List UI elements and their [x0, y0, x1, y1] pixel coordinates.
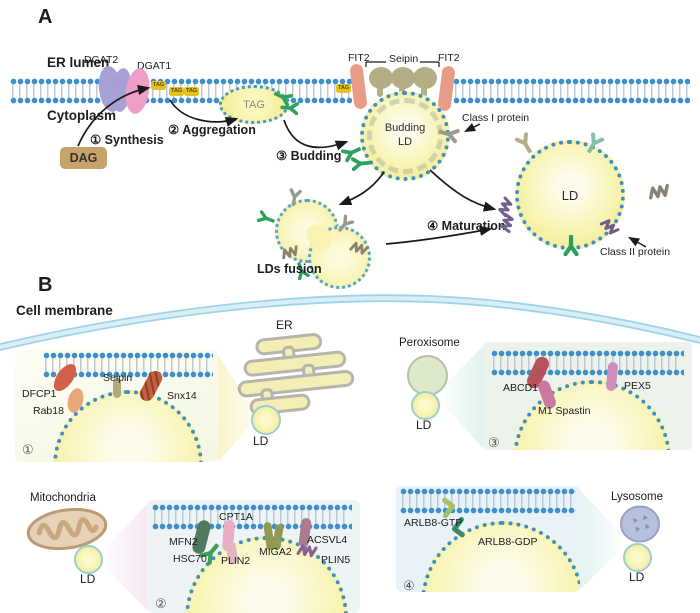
box4-number: ④ [403, 578, 415, 592]
plin2-label: PLIN2 [221, 555, 251, 567]
panel-b-label: B [38, 274, 53, 296]
cell-membrane-curve [0, 294, 700, 351]
fit2-right-label: FIT2 [438, 52, 460, 64]
m1-spastin-label: M1 Spastin [538, 405, 591, 417]
er-label: ER [276, 318, 293, 332]
bilayer-membrane [491, 350, 684, 376]
fusion-ld-2 [308, 226, 371, 289]
mature-ld-label: LD [561, 187, 579, 203]
peroxisome-ld [411, 391, 440, 420]
rab18-label: Rab18 [33, 405, 64, 417]
green-protein-icon [280, 101, 299, 116]
peroxisome-label: Peroxisome [399, 337, 460, 349]
ld-dome [421, 521, 580, 592]
lysosome-organelle-icon [620, 505, 660, 543]
arlb8-gdp-label: ARLB8-GDP [478, 536, 538, 548]
er-ld-label: LD [253, 434, 269, 448]
lds-fusion-label: LDs fusion [257, 262, 322, 276]
box1-number: ① [22, 442, 34, 457]
zoom-box-mitochondria-contact: MFN2 CPT1A HSC70 PLIN2 MIGA2 ACSVL4 PLIN… [147, 500, 360, 613]
bilayer-membrane [400, 488, 576, 514]
mitochondria-ld-label: LD [80, 572, 96, 586]
mitochondria-ld [74, 545, 103, 574]
fit2-protein-icon [349, 63, 368, 110]
zoom-box-peroxisome-contact: ABCD1 M1 Spastin PEX5 ③ [483, 342, 692, 450]
fit2-protein-icon [437, 65, 456, 112]
zoom-box-lysosome-contact: ARLB8-GTP ARLB8-GDP ④ [396, 486, 580, 592]
step-budding-label: ③ Budding [276, 149, 342, 163]
dfcp1-label: DFCP1 [22, 388, 57, 400]
budding-ld-label: Budding LD [384, 122, 426, 148]
free-squiggle-protein-icon [647, 182, 671, 202]
dgat2-label: DGAT2 [84, 54, 119, 66]
step-synthesis-label: ① Synthesis [90, 133, 164, 147]
er-ld [251, 405, 281, 435]
lysosome-label: Lysosome [611, 491, 663, 503]
plin5-label: PLIN5 [321, 554, 351, 566]
green-protein-icon [563, 235, 579, 256]
green-protein-icon [256, 209, 276, 227]
zoom-cone-lysosome [580, 490, 620, 590]
tag-badge: TAG [184, 87, 200, 96]
bilayer-membrane [43, 352, 213, 378]
zoom-cone-mitochondria [107, 504, 147, 610]
mfn2-label: MFN2 [169, 536, 198, 548]
seipin-b-label: Seipin [103, 372, 133, 384]
tag-badge: TAG [151, 81, 167, 90]
seipin-protein-icon [369, 67, 437, 97]
panel-a-label: A [38, 6, 53, 28]
abcd1-label: ABCD1 [503, 382, 539, 394]
tag-badge: TAG [169, 87, 185, 96]
er-membrane-right [453, 78, 690, 104]
phospholipid-hatch [367, 98, 443, 174]
zoom-box-er-contact: DFCP1 Rab18 Seipin Snx14 ① [15, 350, 218, 462]
miga2-label: MIGA2 [259, 546, 292, 558]
pex5-label: PEX5 [624, 380, 651, 392]
cpt1a-label: CPT1A [219, 511, 253, 523]
lysosome-ld [623, 543, 652, 572]
seipin-protein-icon [113, 378, 121, 398]
er-lumen-label: ER lumen [47, 55, 110, 70]
mitochondria-organelle-icon [26, 507, 108, 551]
snx14-label: Snx14 [167, 390, 197, 402]
seipin-label: Seipin [389, 53, 419, 65]
step-aggregation-label: ② Aggregation [168, 123, 256, 137]
lysosome-ld-label: LD [629, 570, 645, 584]
step-maturation-label: ④ Maturation [427, 219, 506, 233]
zoom-cone-peroxisome [445, 346, 483, 448]
arlb8-gtp-label: ARLB8-GTP [404, 517, 463, 529]
fit2-left-label: FIT2 [348, 52, 370, 64]
peroxisome-organelle-icon [407, 355, 448, 396]
class2-protein-label: Class II protein [600, 246, 671, 258]
mature-ld: LD [515, 140, 625, 250]
tag-lens-label: TAG [243, 98, 265, 111]
box3-number: ③ [488, 435, 500, 450]
peroxisome-ld-label: LD [416, 418, 432, 432]
green-protein-icon [351, 156, 371, 172]
tag-badge: TAG [336, 84, 352, 93]
mitochondria-label: Mitochondria [30, 492, 96, 504]
class1-protein-label: Class I protein [462, 112, 530, 124]
box2-number: ② [155, 596, 167, 611]
dag-box: DAG [60, 147, 107, 169]
cytoplasm-label: Cytoplasm [47, 108, 117, 123]
budding-ld: Budding LD [360, 91, 450, 181]
hsc70-label: HSC70 [173, 553, 207, 565]
cell-membrane-label: Cell membrane [16, 303, 113, 318]
acsvl4-label: ACSVL4 [307, 534, 348, 546]
er-organelle-icon [237, 333, 355, 416]
dgat1-label: DGAT1 [137, 60, 172, 72]
